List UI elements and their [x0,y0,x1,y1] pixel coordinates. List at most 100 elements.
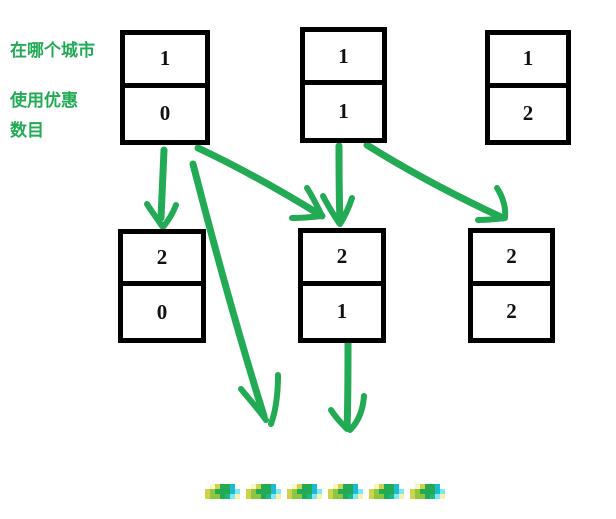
pixel-cell [210,484,215,489]
edge-t1-to-b1 [320,142,355,227]
pixel-cell [246,489,251,494]
label-use-discount: 使用优惠 [10,91,78,111]
pixel-cell [246,484,251,489]
pixel-cell [256,484,261,489]
pixel-cell [215,494,220,499]
pixel-cell [328,494,333,499]
pixel-cell [410,489,415,494]
pixel-cell [374,494,379,499]
pixel-cell [317,489,322,494]
pixel-cell [369,489,374,494]
pixel-cell [440,494,445,499]
pixel-cell [338,494,343,499]
node-b0-city: 2 [123,234,201,286]
pixel-cell [266,494,271,499]
pixel-cell [292,494,297,499]
pixel-cell [235,489,240,494]
pixel-cell [435,494,440,499]
pixel-strip-group [410,484,450,501]
edge-t0-to-b1 [194,144,326,221]
pixel-cell [425,494,430,499]
pixel-cell [420,489,425,494]
pixel-cell [425,484,430,489]
pixel-cell [205,484,210,489]
pixel-cell [292,484,297,489]
pixel-cell [384,489,389,494]
pixel-cell [297,484,302,489]
pixel-cell [435,489,440,494]
pixel-cell [225,484,230,489]
pixel-cell [420,494,425,499]
pixel-cell [281,489,286,494]
pixel-cell [384,494,389,499]
node-b1[interactable]: 2 1 [298,228,386,343]
node-t2[interactable]: 1 2 [485,30,571,145]
pixel-cell [240,494,245,499]
pixel-cell [240,489,245,494]
node-b2-city: 2 [473,233,550,286]
pixel-cell [287,494,292,499]
node-b0-discount: 0 [123,286,201,338]
node-t0[interactable]: 1 0 [120,30,210,145]
pixel-cell [374,489,379,494]
node-t0-discount: 0 [125,87,205,140]
pixel-cell [210,489,215,494]
pixel-cell [271,494,276,499]
pixel-cell [220,484,225,489]
pixel-cell [240,484,245,489]
pixel-cell [220,489,225,494]
pixel-cell [363,484,368,489]
pixel-cell [246,494,251,499]
pixel-cell [435,484,440,489]
pixel-cell [338,489,343,494]
node-t1-discount: 1 [305,85,382,138]
pixel-cell [302,494,307,499]
pixel-cell [430,489,435,494]
pixel-cell [404,484,409,489]
node-t2-city: 1 [490,35,566,88]
pixel-cell [389,484,394,489]
pixel-cell [358,484,363,489]
pixel-cell [302,484,307,489]
pixel-cell [328,484,333,489]
pixel-cell [353,489,358,494]
pixel-cell [445,489,450,494]
pixel-cell [322,484,327,489]
pixel-cell [374,484,379,489]
pixel-cell [394,489,399,494]
pixel-cell [235,484,240,489]
pixel-cell [205,494,210,499]
pixel-cell [271,484,276,489]
pixel-cell [358,494,363,499]
pixel-cell [297,494,302,499]
pixel-cell [312,484,317,489]
pixel-cell [261,494,266,499]
pixel-cell [307,489,312,494]
node-t2-discount: 2 [490,87,566,140]
pixel-cell [328,489,333,494]
pixel-cell [410,494,415,499]
pixel-cell [410,484,415,489]
pixel-cell [292,489,297,494]
pixel-cell [322,494,327,499]
pixel-cell [302,489,307,494]
pixel-cell [445,484,450,489]
node-t1[interactable]: 1 1 [300,27,387,143]
pixel-cell [333,489,338,494]
pixel-cell [379,494,384,499]
pixel-cell [333,484,338,489]
pixel-cell [343,489,348,494]
pixel-cell [307,494,312,499]
pixel-cell [445,494,450,499]
pixel-cell [276,484,281,489]
pixel-cell [230,484,235,489]
edge-b1-to-dangling-right [328,339,367,433]
pixel-strip-group [246,484,286,501]
pixel-cell [215,489,220,494]
pixel-cell [281,494,286,499]
pixel-strip-group [205,484,245,501]
pixel-cell [235,494,240,499]
label-count: 数目 [10,121,44,141]
node-b2[interactable]: 2 2 [468,228,555,343]
node-b0[interactable]: 2 0 [118,229,206,343]
